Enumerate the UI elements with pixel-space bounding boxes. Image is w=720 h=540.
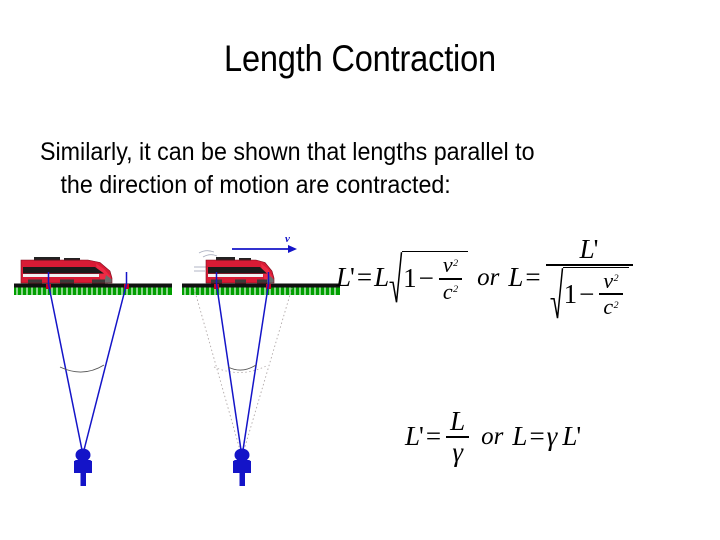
eq1b-numerator: L' (576, 236, 603, 263)
eq1-sqrt: 1 − v2 c2 (389, 251, 469, 304)
eq1-denominator: c2 (439, 278, 462, 304)
eq1b-equals: = (525, 262, 541, 293)
eq1-equals: = (356, 262, 373, 293)
ghost-angle-arc (213, 364, 269, 373)
ghost-sightlines (193, 287, 293, 451)
eq1-minus: − (418, 263, 434, 294)
body-text-line-2: the direction of motion are contracted: (60, 171, 451, 199)
eq1-numerator: v2 (439, 254, 462, 277)
right-panel-group: v (182, 233, 340, 486)
eq1-radicand: 1 − v2 c2 (402, 251, 469, 304)
equation-primary: L' = L 1 − v2 c2 (336, 236, 716, 356)
eq1-den-exp: 2 (453, 284, 459, 296)
eq2-den-gamma: γ (452, 436, 463, 467)
eq2-lhs-L: L (405, 421, 421, 452)
eq1-connector-or: or (477, 263, 500, 291)
eq2b-gamma: γ (546, 421, 558, 452)
eq2b-rhs-L: L (562, 421, 578, 452)
velocity-arrow (232, 245, 297, 253)
left-ballast (14, 287, 172, 295)
radical-sign-icon (550, 267, 563, 320)
eq2b-rhs-prime: ' (576, 421, 582, 452)
eq1b-denominator: 1 − v2 c2 (546, 266, 633, 320)
velocity-label: v (285, 233, 290, 245)
right-sightlines (215, 272, 270, 451)
eq1b-num-exp: 2 (613, 273, 619, 285)
eq1-fraction-v2c2: v2 c2 (438, 254, 463, 304)
eq1-right-side: L = L' 1 (508, 236, 635, 320)
eq2-equals: = (425, 421, 442, 452)
left-sightlines (47, 272, 128, 451)
eq1b-minus: − (579, 278, 595, 309)
eq1b-big-fraction: L' 1 − (545, 236, 633, 320)
diagram-svg: v (14, 233, 340, 486)
eq1b-inner-den: c2 (599, 293, 622, 319)
eq1-rhs-L: L (374, 262, 390, 293)
eq1b-den-c: c (603, 293, 614, 319)
eq2-denominator: γ (448, 436, 467, 467)
right-angle-arc (227, 364, 257, 371)
right-ballast (182, 287, 340, 295)
eq2b-lhs-L: L (512, 421, 528, 452)
eq2-fraction-L-gamma: L γ (446, 408, 470, 467)
left-observer (74, 448, 92, 486)
eq1b-den-exp: 2 (613, 299, 619, 311)
body-paragraph: Similarly, it can be shown that lengths … (40, 136, 645, 202)
eq1-num-exp: 2 (453, 257, 459, 269)
eq1b-fraction-v2c2: v2 c2 (599, 267, 623, 319)
eq2-lhs-prime: ' (419, 421, 424, 452)
left-rail (14, 283, 172, 288)
eq1b-inner-num: v2 (599, 267, 622, 293)
right-observer (233, 448, 251, 486)
eq1-left-side: L' = L 1 − v2 c2 (336, 251, 469, 304)
right-rail (182, 283, 340, 288)
eq1b-one: 1 (563, 278, 578, 309)
eq1b-num-L: L (579, 234, 595, 264)
eq1b-num-prime: ' (593, 234, 599, 264)
eq1-lhs-L: L (336, 262, 352, 293)
eq2-left-side: L' = L γ (405, 408, 472, 466)
eq1b-lhs-L: L (508, 262, 524, 293)
eq2-num-L: L (450, 406, 466, 436)
eq2-connector-or: or (481, 422, 504, 450)
page-title: Length Contraction (224, 38, 496, 79)
eq1-lhs-prime: ' (350, 262, 355, 293)
eq1-num-v: v (442, 252, 453, 278)
eq1-one: 1 (403, 263, 417, 294)
eq1b-sqrt: 1 − v2 c2 (550, 266, 629, 320)
equation-gamma-form: L' = L γ or L = γ L' (405, 408, 665, 488)
right-train (205, 257, 275, 284)
length-contraction-diagram: v (0, 228, 340, 498)
eq1-den-c: c (442, 278, 453, 304)
body-text-line-1: Similarly, it can be shown that lengths … (40, 138, 535, 166)
eq1b-fraction-bar (545, 264, 633, 266)
left-panel-group (14, 257, 172, 486)
eq2-numerator: L (446, 408, 469, 435)
eq1-fraction-bar (438, 278, 463, 280)
eq1b-num-v: v (603, 267, 614, 293)
eq1b-inner-bar (599, 293, 623, 295)
left-train (20, 257, 113, 284)
radical-sign-icon (389, 251, 403, 304)
left-angle-arc (59, 364, 105, 373)
eq2-fraction-bar (446, 436, 470, 438)
eq1b-radicand: 1 − v2 c2 (562, 266, 629, 320)
motion-lines (194, 250, 218, 272)
eq2b-equals: = (529, 421, 545, 452)
eq2-right-side: L = γ L' (512, 423, 581, 450)
